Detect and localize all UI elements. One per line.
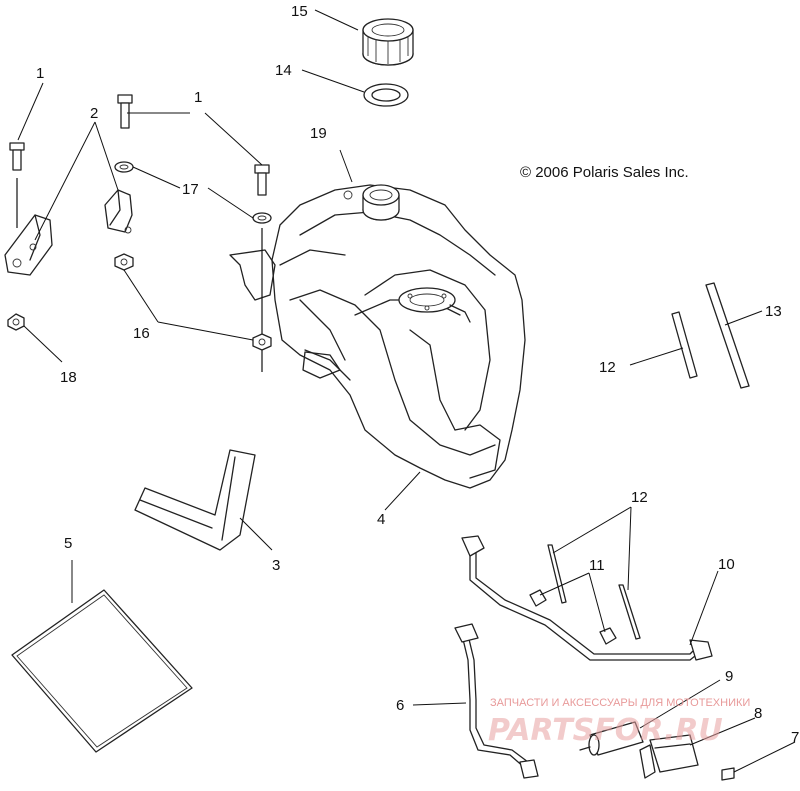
- fuel-cap: [362, 18, 414, 66]
- watermark: ЗАПЧАСТИ И АКСЕССУАРЫ ДЛЯ МОТОТЕХНИКИ PA…: [488, 697, 750, 748]
- callout-labels: 1 1 2 3 4 5 6 7 8 9 10 11 12 12 13 14 15…: [36, 3, 799, 746]
- callout-13: 13: [765, 303, 782, 320]
- mount-bolt-stack: [252, 164, 272, 372]
- right-bracket-assembly: [104, 94, 134, 271]
- copyright-notice: © 2006 Polaris Sales Inc.: [520, 164, 689, 181]
- clips-and-pins: [529, 544, 641, 645]
- callout-12b: 12: [631, 489, 648, 506]
- cap-gasket: [363, 83, 409, 107]
- callout-9: 9: [725, 668, 733, 685]
- callout-4: 4: [377, 511, 385, 528]
- callout-16: 16: [133, 325, 150, 342]
- watermark-tagline: ЗАПЧАСТИ И АКСЕССУАРЫ ДЛЯ МОТОТЕХНИКИ: [490, 697, 750, 709]
- rods-12-13: [671, 282, 750, 389]
- tank-pad-strip: [134, 449, 256, 551]
- fuel-filter-assembly: [579, 721, 735, 781]
- callout-19: 19: [310, 125, 327, 142]
- callout-14: 14: [275, 62, 292, 79]
- callout-2: 2: [90, 105, 98, 122]
- callout-15: 15: [291, 3, 308, 20]
- callout-1a: 1: [36, 65, 44, 82]
- tank-pad-sheet: [11, 589, 193, 753]
- callout-12a: 12: [599, 359, 616, 376]
- callout-10: 10: [718, 556, 735, 573]
- callout-18: 18: [60, 369, 77, 386]
- left-bracket-assembly: [4, 142, 53, 331]
- fuel-line: [454, 623, 539, 779]
- callout-7: 7: [791, 729, 799, 746]
- watermark-logo: PARTSFOR.RU: [488, 713, 723, 748]
- vent-hose: [461, 535, 713, 661]
- callout-3: 3: [272, 557, 280, 574]
- callout-5: 5: [64, 535, 72, 552]
- callout-1b: 1: [194, 89, 202, 106]
- callout-6: 6: [396, 697, 404, 714]
- fuel-tank: [229, 184, 526, 489]
- leader-lines: [17, 9, 796, 773]
- callout-17: 17: [182, 181, 199, 198]
- callout-11: 11: [589, 557, 605, 574]
- callout-8: 8: [754, 705, 762, 722]
